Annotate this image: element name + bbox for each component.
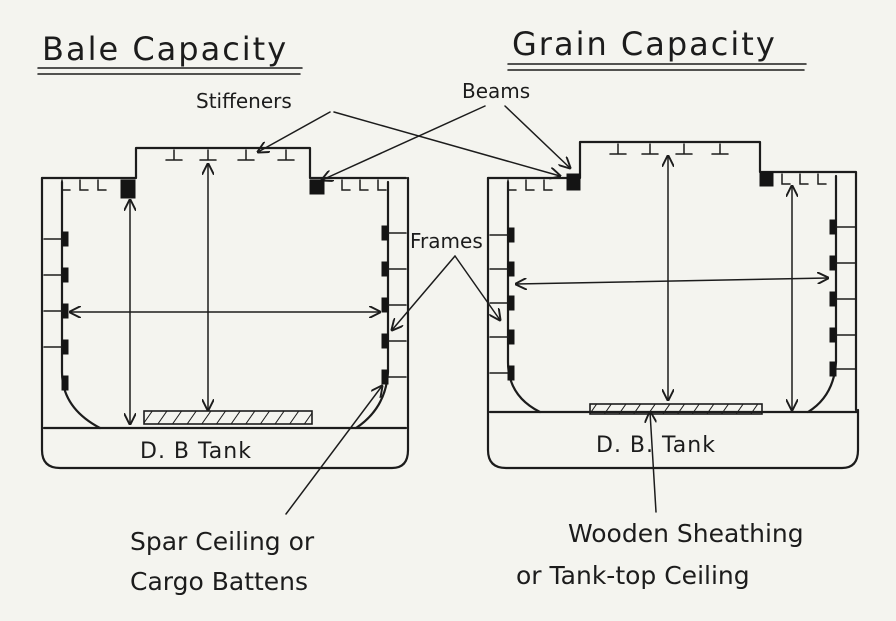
frames-label: Frames xyxy=(410,229,483,253)
beams-arrow-right xyxy=(504,105,570,168)
bale-hull-section xyxy=(40,146,410,470)
stiffeners-arrow-left xyxy=(258,111,331,152)
grain-capacity-title: Grain Capacity xyxy=(512,25,777,63)
beams-label: Beams xyxy=(462,79,530,103)
spar-ceiling-label-line1: Spar Ceiling or xyxy=(130,527,315,556)
beams-arrow-left xyxy=(322,105,486,180)
stiffeners-arrow-right xyxy=(333,111,560,176)
bale-db-tank-label: D. B Tank xyxy=(140,439,252,464)
spar-ceiling-arrow xyxy=(285,386,382,515)
stiffeners-label: Stiffeners xyxy=(196,89,292,113)
grain-db-tank-label: D. B. Tank xyxy=(596,433,716,458)
bale-capacity-title: Bale Capacity xyxy=(42,30,288,68)
wooden-sheathing-arrow xyxy=(650,412,657,513)
wooden-sheathing-label-line2: or Tank-top Ceiling xyxy=(516,561,750,590)
wooden-sheathing-label-line1: Wooden Sheathing xyxy=(568,519,804,548)
frames-arrow-left xyxy=(392,255,456,330)
grain-hull-section xyxy=(486,140,860,470)
frames-arrow-right xyxy=(454,255,500,320)
spar-ceiling-label-line2: Cargo Battens xyxy=(130,567,308,596)
